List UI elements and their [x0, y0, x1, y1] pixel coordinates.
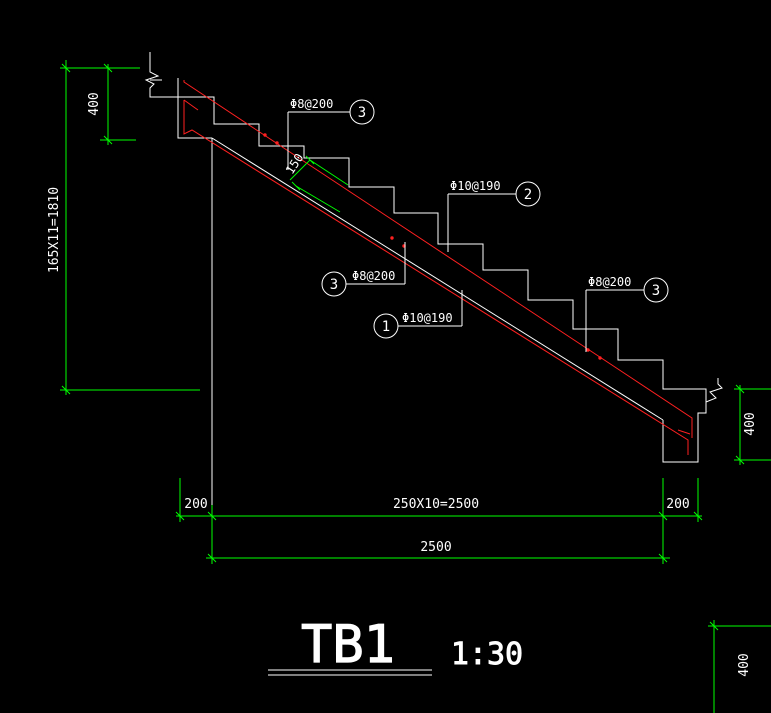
callout-circles	[321, 99, 669, 339]
top-rebar-bar	[183, 80, 693, 438]
drawing-scale: 1:30	[451, 637, 523, 672]
rebar-mark-number: 1	[382, 319, 390, 335]
right-landing-width-label: 200	[666, 497, 689, 512]
bottom-rebar-bar	[183, 100, 689, 455]
drawing-title: TB1	[301, 615, 395, 675]
rebar-dot	[390, 236, 394, 240]
rebar-dot	[263, 133, 267, 137]
dimension-lines	[60, 60, 771, 713]
left-landing-width-label: 200	[184, 497, 207, 512]
top-landing-outline	[144, 52, 212, 139]
rebar-hook-top	[183, 99, 199, 111]
corner-fragment-height-label: 400	[737, 653, 752, 676]
rebar-spec-label: Φ8@200	[588, 275, 631, 289]
rebar-group	[183, 80, 693, 455]
stair-steps-outline	[177, 78, 723, 403]
rebar-dot	[586, 348, 590, 352]
rebar-spec-label: Φ10@190	[402, 311, 453, 325]
rebar-dot	[598, 356, 602, 360]
rebar-mark-number: 3	[652, 283, 660, 299]
rebar-mark-number: 2	[524, 187, 532, 203]
rebar-hook-bottom	[677, 429, 691, 435]
rebar-mark-number: 3	[330, 277, 338, 293]
stair-soffit-line	[211, 137, 664, 421]
rebar-mark-number: 3	[358, 105, 366, 121]
top-landing-height-label: 400	[87, 92, 102, 115]
rebar-dot	[275, 141, 279, 145]
total-run-label: 2500	[420, 540, 451, 555]
total-rise-label: 165X11=1810	[47, 187, 62, 273]
slab-thickness-label: 150	[283, 151, 307, 177]
stair-outline	[144, 52, 723, 505]
bottom-landing-outline	[662, 402, 707, 463]
rebar-spec-label: Φ10@190	[450, 179, 501, 193]
run-detail-label: 250X10=2500	[393, 497, 479, 512]
callout-leaders	[287, 111, 644, 352]
rebar-spec-label: Φ8@200	[290, 97, 333, 111]
rebar-spec-label: Φ8@200	[352, 269, 395, 283]
bottom-landing-height-label: 400	[743, 412, 758, 435]
